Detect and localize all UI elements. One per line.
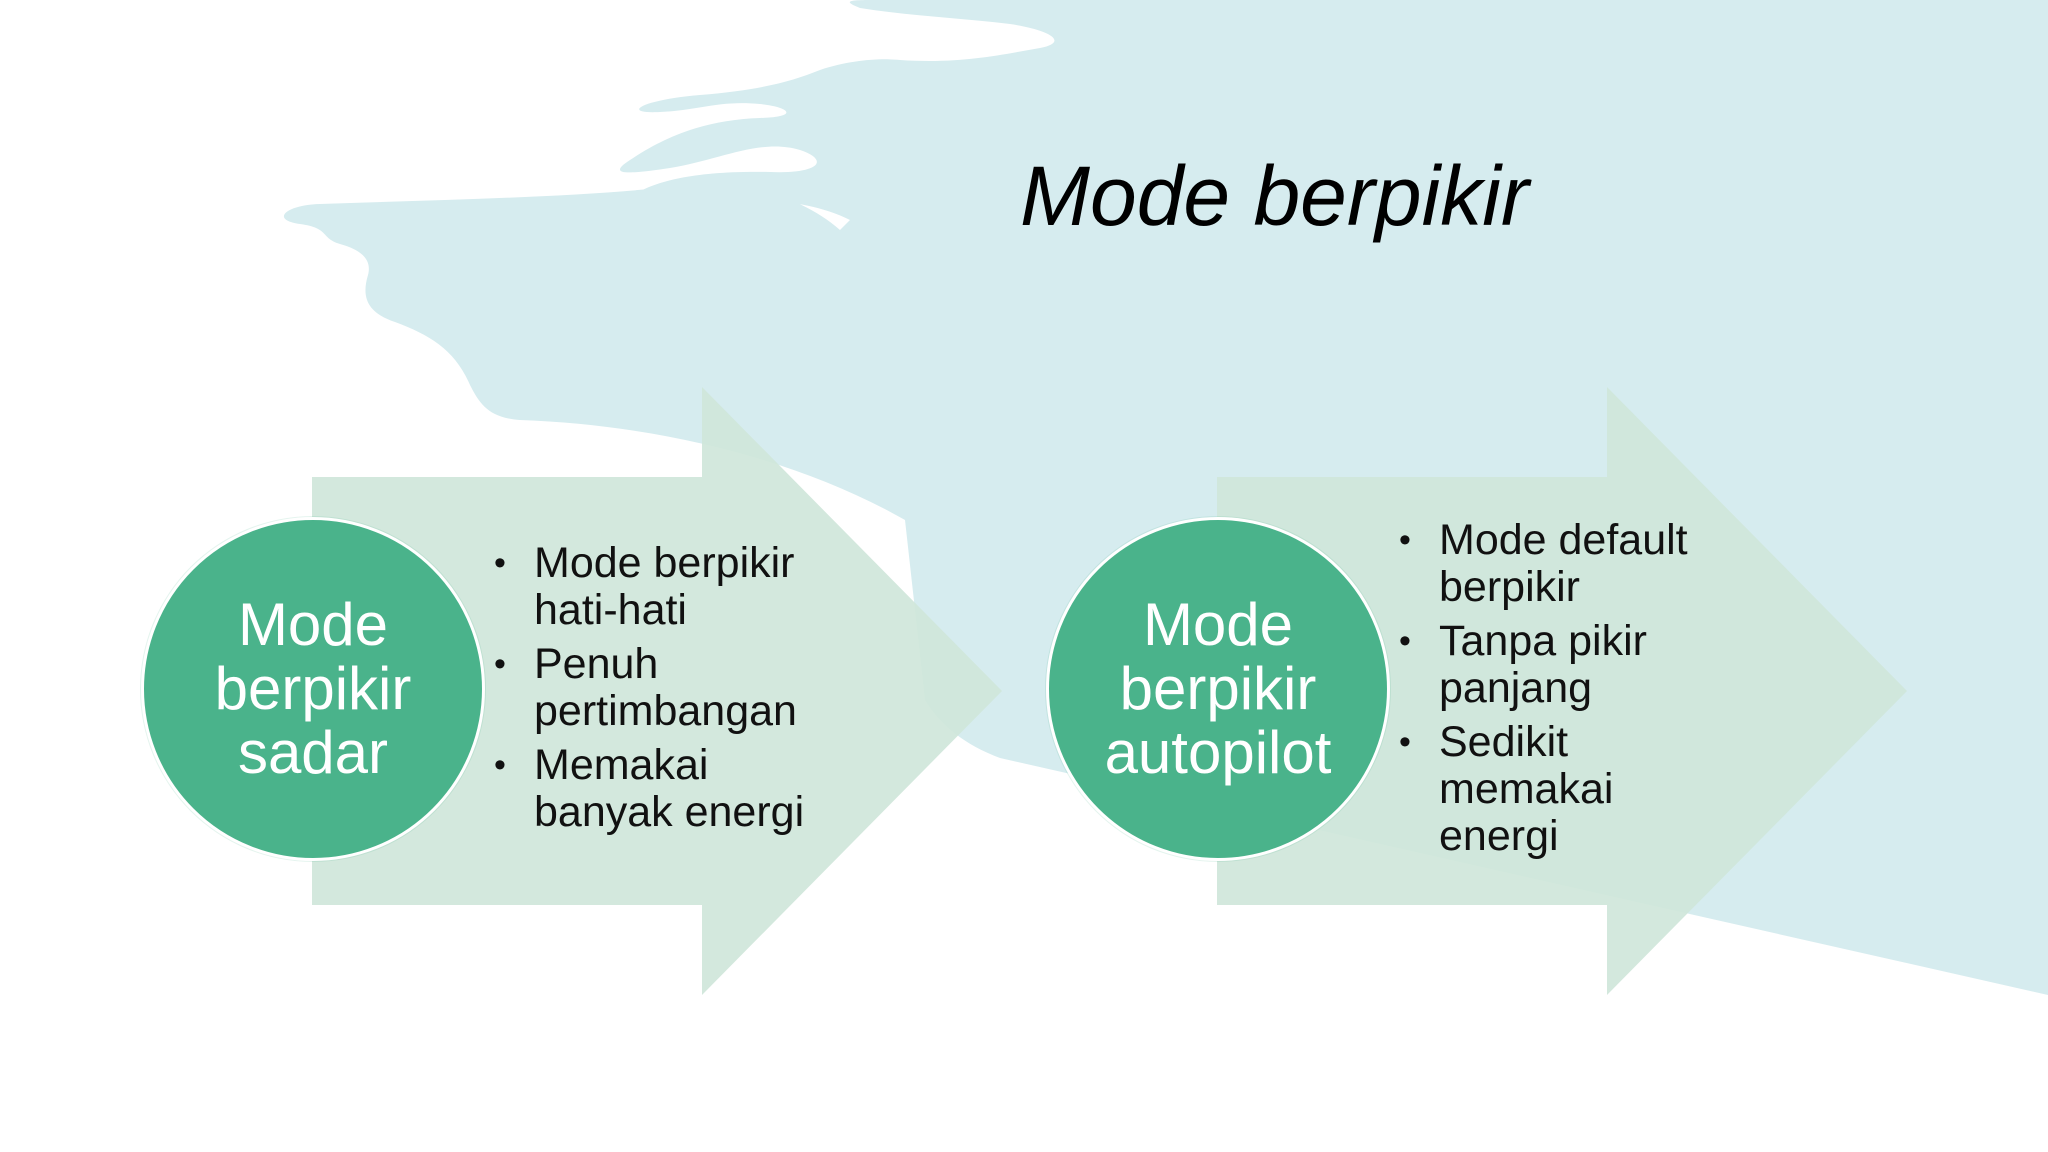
list-item: Mode berpikir hati-hati xyxy=(492,540,804,634)
mode-circle-1: Mode berpikir sadar xyxy=(141,517,485,861)
bullet-list-2: Mode default berpikir Tanpa pikir panjan… xyxy=(1397,517,1688,867)
mode-label-1: Mode berpikir sadar xyxy=(214,591,412,786)
list-item: Memakai banyak energi xyxy=(492,742,804,836)
slide-title: Mode berpikir xyxy=(1020,149,1529,243)
bullet-list-1: Mode berpikir hati-hati Penuh pertimbang… xyxy=(492,540,804,843)
list-item: Tanpa pikir panjang xyxy=(1397,618,1688,712)
mode-label-2: Mode berpikir autopilot xyxy=(1104,591,1332,786)
list-item: Penuh pertimbangan xyxy=(492,641,804,735)
list-item: Sedikit memakai energi xyxy=(1397,719,1688,860)
list-item: Mode default berpikir xyxy=(1397,517,1688,611)
mode-circle-2: Mode berpikir autopilot xyxy=(1046,517,1390,861)
